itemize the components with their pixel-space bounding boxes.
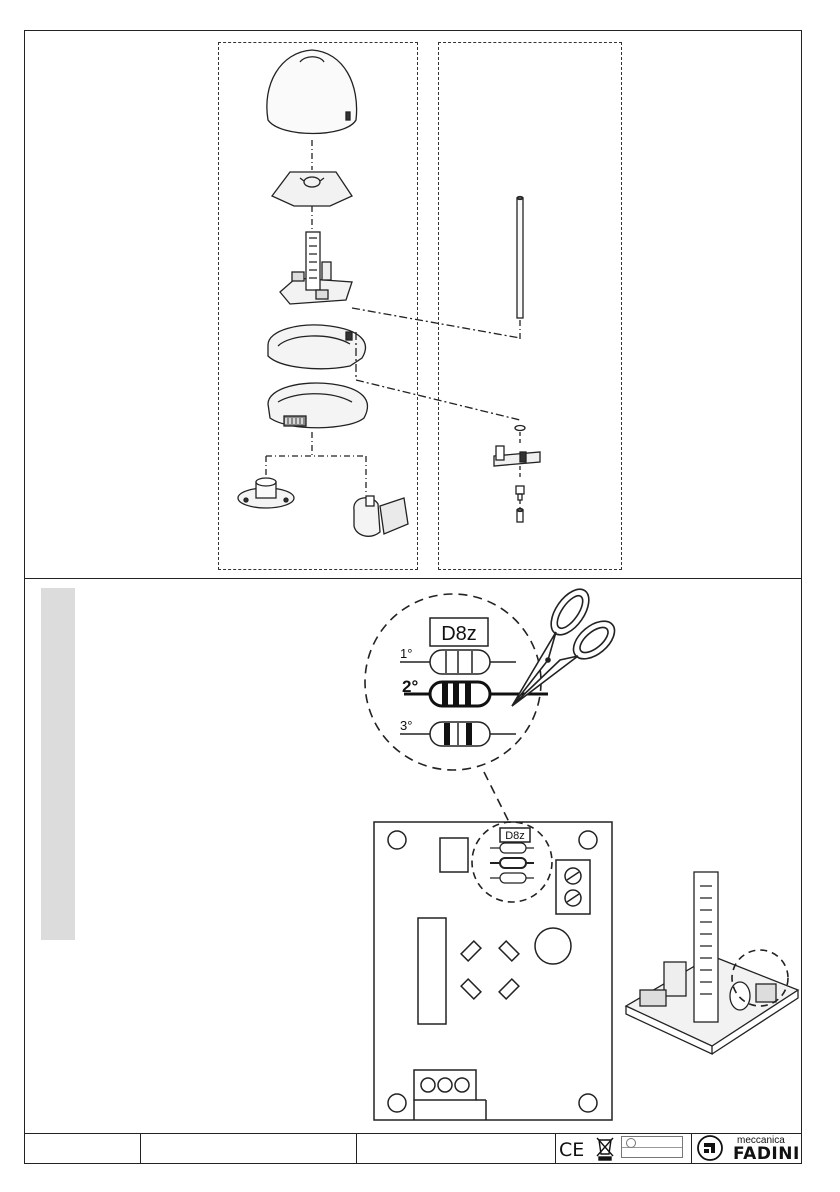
antenna-washer: [515, 426, 525, 431]
footer-certification-cell: CE: [555, 1133, 691, 1163]
resistor-position-2: 2°: [402, 677, 418, 696]
antenna-screw: [516, 486, 524, 500]
fadini-logo-icon: [697, 1135, 725, 1161]
lamp-circuit-board: [280, 232, 352, 304]
resistor-position-3: 3°: [400, 718, 412, 733]
resistor-code-label: D8z: [441, 623, 477, 645]
board-resistor-code-label: D8z: [505, 830, 525, 842]
antenna-pin: [517, 509, 523, 523]
lamp-top-cap: [272, 172, 352, 206]
resistor-position-1: 1°: [400, 646, 412, 661]
circuit-board-isometric: [626, 872, 798, 1054]
lamp-dome-cover: [267, 50, 357, 134]
antenna-rod: [517, 197, 523, 319]
brand-line-fadini: FADINI: [733, 1144, 800, 1164]
weee-bin-icon: [593, 1134, 617, 1162]
circuit-board-plan: [374, 822, 612, 1120]
lamp-upper-housing: [268, 325, 365, 369]
serial-plate-box: [621, 1136, 683, 1158]
ce-mark: CE: [559, 1139, 584, 1161]
resistor-zoom-detail: D8z 1° 2° 3°: [365, 594, 548, 828]
antenna-kit-drawing: [352, 197, 540, 523]
info-icon: [626, 1138, 636, 1148]
footer-brand-cell: meccanica FADINI: [691, 1133, 802, 1163]
antenna-bracket: [494, 446, 540, 466]
lamp-base-housing: [268, 383, 367, 428]
lamp-wall-bracket: [354, 496, 408, 536]
lamp-flange-mount: [238, 478, 294, 508]
